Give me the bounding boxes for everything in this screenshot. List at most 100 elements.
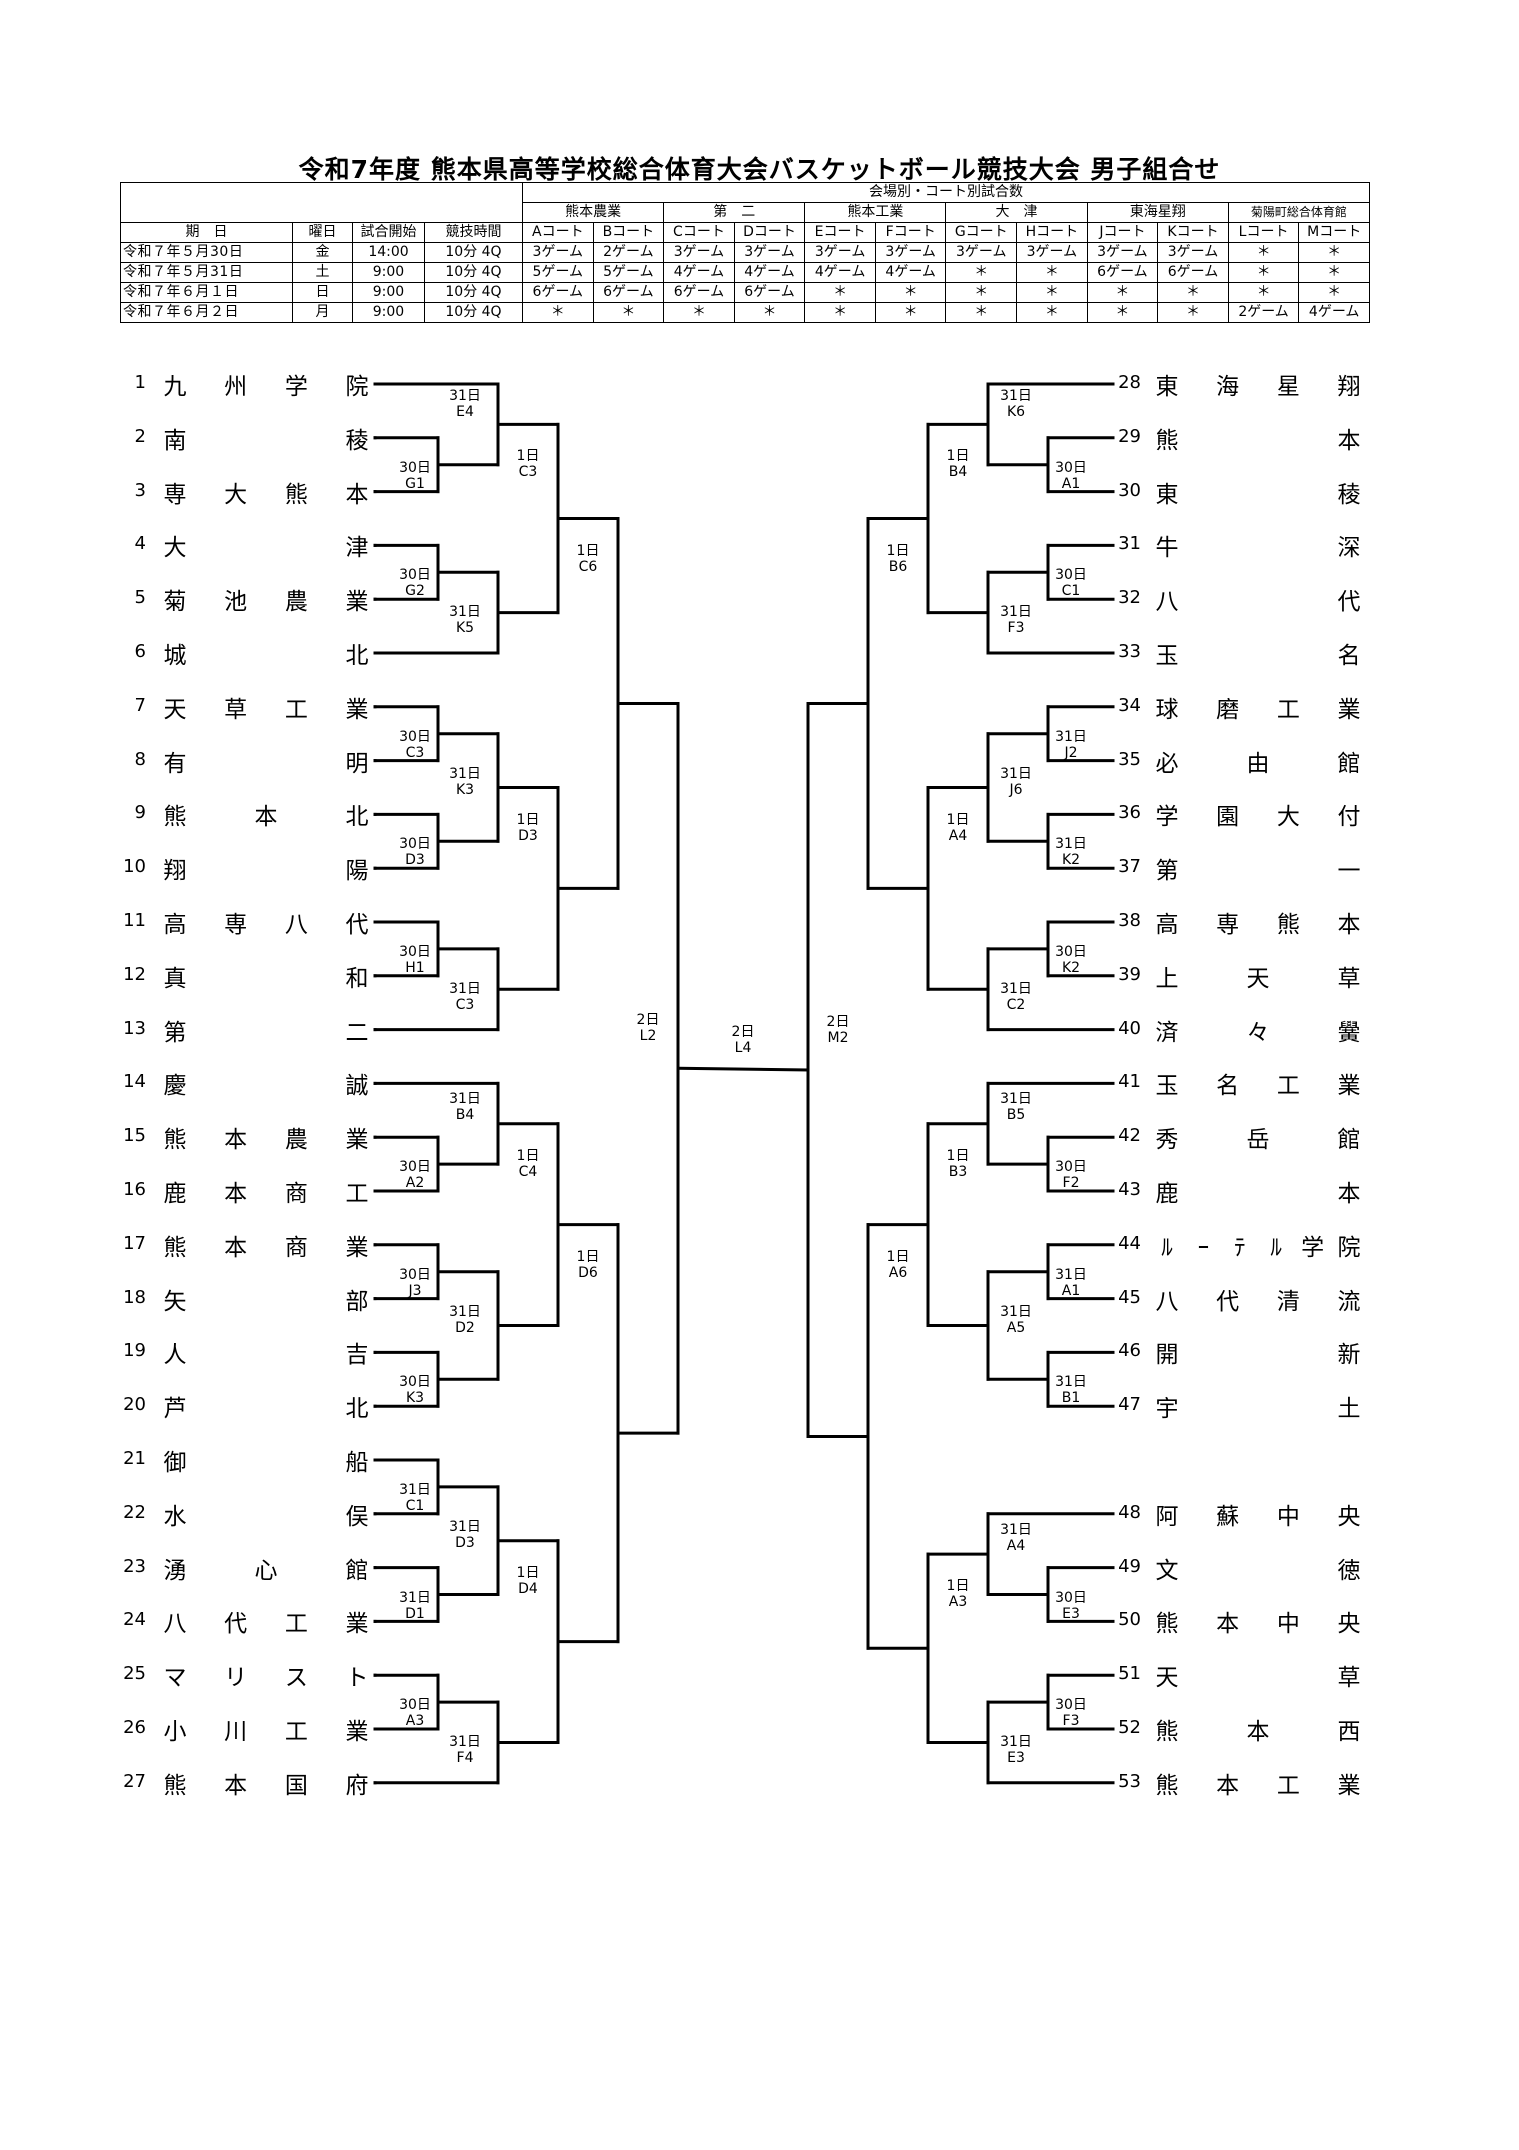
- team-name-char: 学: [1155, 804, 1179, 831]
- team-name-char: 菊: [163, 589, 187, 616]
- match-game: D2: [455, 1319, 475, 1336]
- match-game: B6: [888, 558, 908, 575]
- team-name-char: 院: [1337, 1234, 1361, 1261]
- team-number: 21: [123, 1448, 146, 1469]
- team-number: 12: [123, 963, 146, 985]
- team-name-char: 翔: [163, 858, 187, 885]
- team-name-char: [251, 744, 281, 778]
- team-number: 43: [1118, 1179, 1141, 1200]
- team-name-char: [1198, 421, 1228, 455]
- team-name: 八代工業: [160, 1604, 372, 1638]
- team-name-char: [206, 744, 236, 778]
- team-name-char: [251, 421, 281, 455]
- match-day: 31日: [449, 765, 481, 782]
- team-name-char: [1243, 1551, 1273, 1585]
- team-number: 8: [134, 748, 146, 770]
- team-name-char: 由: [1246, 750, 1270, 777]
- team-name-char: 本: [345, 481, 369, 508]
- team-number: 20: [123, 1394, 146, 1416]
- team-name-char: 名: [1216, 1073, 1240, 1100]
- match-day: 1日: [516, 1147, 540, 1164]
- team-name: 矢部: [160, 1282, 372, 1316]
- team-name-char: 本: [1337, 912, 1361, 938]
- team-name-char: ス: [284, 1665, 308, 1692]
- schedule-time: 10分 4Q: [424, 262, 523, 283]
- team-name-char: 業: [1337, 696, 1361, 723]
- match-game: A3: [405, 1713, 425, 1730]
- schedule-games: ＊: [733, 302, 806, 323]
- court-header: Gコート: [945, 222, 1018, 243]
- match-game: J2: [1064, 744, 1078, 761]
- team-name-char: 流: [1337, 1288, 1361, 1315]
- schedule-games: ＊: [1298, 282, 1370, 303]
- match-game: E3: [1062, 1605, 1080, 1622]
- team-name-char: [1243, 421, 1273, 455]
- match-day: 1日: [886, 542, 910, 559]
- court-header: Lコート: [1227, 222, 1300, 243]
- match-game: A2: [405, 1175, 425, 1192]
- team-number: 19: [123, 1340, 146, 1362]
- schedule-date: 令和７年６月２日: [120, 302, 293, 323]
- match-day: 31日: [399, 1482, 431, 1498]
- team-name-char: 専: [1216, 912, 1240, 938]
- match-day: 31日: [1000, 1303, 1032, 1320]
- team-name-char: 本: [1337, 1181, 1361, 1207]
- team-name-char: 鹿: [163, 1181, 187, 1207]
- schedule-start: 9:00: [352, 262, 425, 283]
- team-name-char: [1198, 851, 1228, 885]
- team-name: ﾙｰﾃﾙ学院: [1152, 1228, 1364, 1262]
- team-name-char: 業: [1337, 1772, 1361, 1799]
- match-game: C1: [405, 1498, 425, 1514]
- schedule-start: 14:00: [352, 242, 425, 263]
- team-name-char: 第: [163, 1019, 187, 1046]
- match-game: M2: [827, 1029, 849, 1046]
- team-name-char: 秀: [1155, 1127, 1179, 1154]
- team-number: 16: [123, 1179, 146, 1200]
- match-day: 30日: [1055, 567, 1087, 584]
- team-name: 八代: [1152, 582, 1364, 616]
- team-number: 29: [1118, 425, 1141, 447]
- col-header: 期 日: [120, 222, 293, 243]
- team-name-char: 草: [224, 696, 248, 723]
- team-name-char: [1198, 1013, 1228, 1047]
- team-name-char: 熊: [1155, 1719, 1179, 1745]
- team-name-char: [1289, 959, 1319, 993]
- team-name-char: 工: [284, 696, 308, 723]
- team-name: 球磨工業: [1152, 690, 1364, 724]
- team-name-char: [1243, 582, 1273, 616]
- team-number: 7: [134, 694, 146, 716]
- team-name-char: 部: [345, 1288, 369, 1315]
- team-name-char: [1243, 528, 1273, 562]
- team-name: 熊本工業: [1152, 1766, 1364, 1800]
- team-name-char: [297, 421, 327, 455]
- team-number: 14: [123, 1071, 146, 1093]
- team-name-char: 熊: [163, 1234, 187, 1261]
- team-name-char: 工: [345, 1181, 369, 1207]
- match-day: 2日: [826, 1013, 850, 1030]
- team-name-char: [297, 1013, 327, 1047]
- schedule-games: 3ゲーム: [874, 242, 947, 263]
- schedule-games: 3ゲーム: [1016, 242, 1088, 263]
- team-name-char: 東: [1155, 374, 1179, 400]
- team-name-char: 業: [345, 1127, 369, 1154]
- schedule-games: ＊: [1086, 302, 1159, 323]
- team-name-char: 専: [224, 912, 248, 938]
- team-number: 37: [1118, 856, 1141, 878]
- team-name-char: 湧: [163, 1557, 187, 1584]
- team-name-char: 蘇: [1216, 1503, 1240, 1530]
- team-name-char: [1243, 1335, 1273, 1369]
- team-number: 3: [134, 479, 146, 501]
- team-name: 熊本: [1152, 421, 1364, 455]
- team-name: 開新: [1152, 1335, 1364, 1369]
